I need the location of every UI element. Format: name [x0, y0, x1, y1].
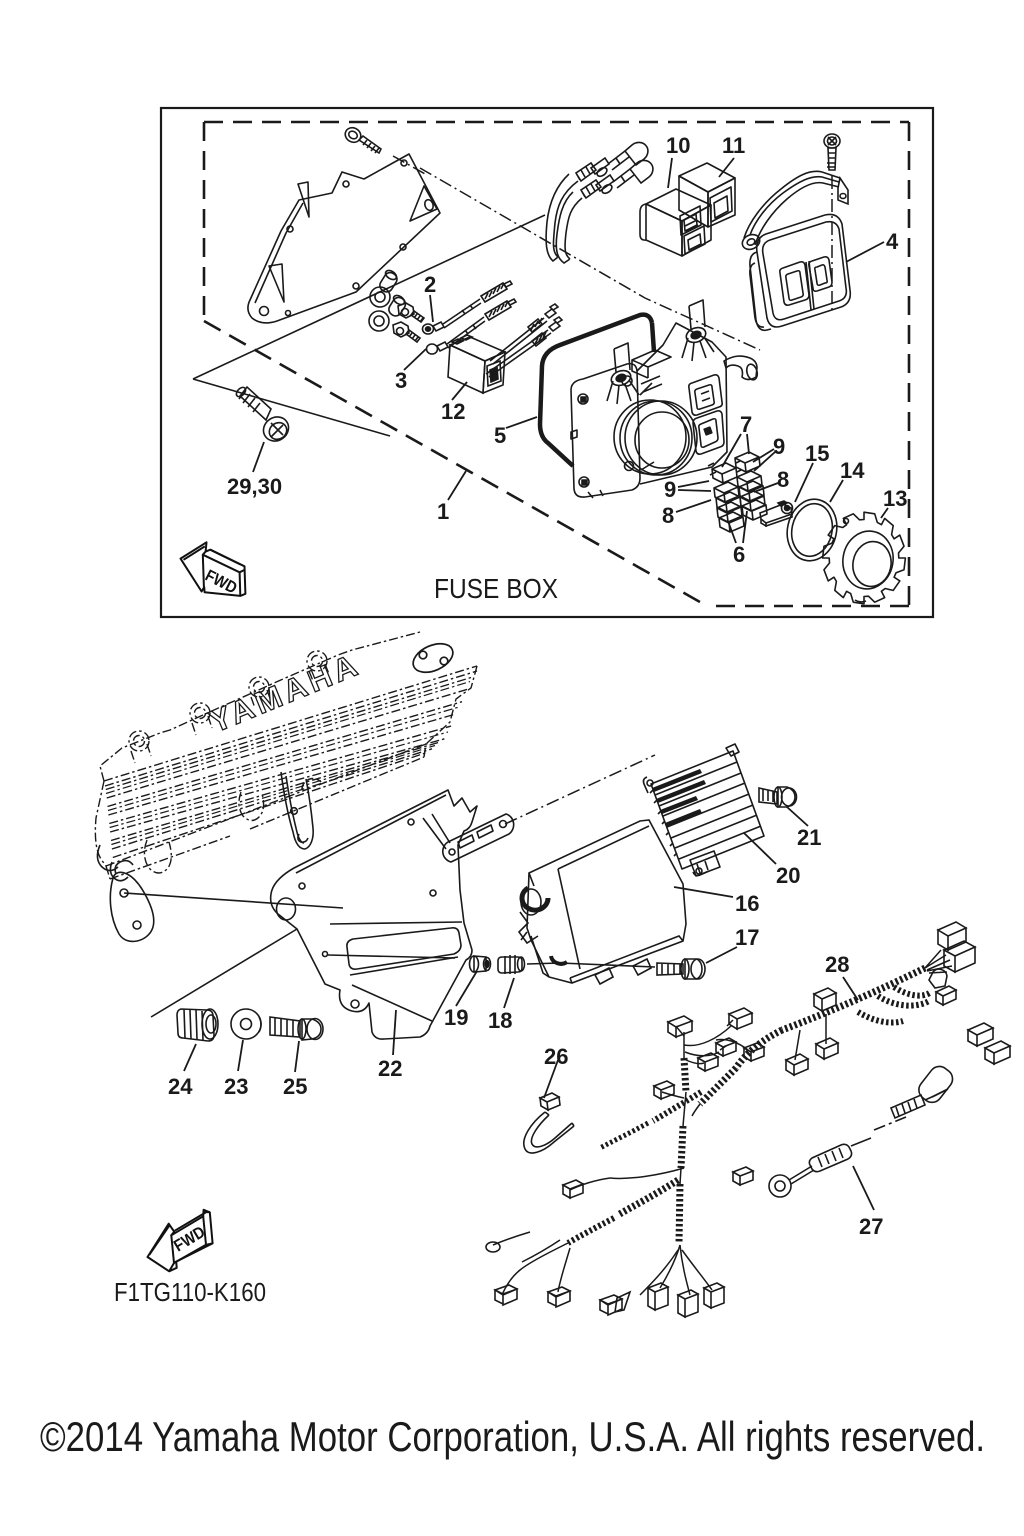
- svg-text:25: 25: [283, 1074, 307, 1099]
- svg-text:8: 8: [777, 467, 789, 492]
- svg-text:21: 21: [797, 825, 821, 850]
- svg-text:13: 13: [883, 486, 907, 511]
- svg-text:14: 14: [840, 458, 865, 483]
- svg-text:1: 1: [437, 499, 449, 524]
- svg-text:6: 6: [733, 542, 745, 567]
- svg-text:4: 4: [886, 229, 899, 254]
- svg-text:3: 3: [395, 368, 407, 393]
- svg-text:17: 17: [735, 925, 759, 950]
- svg-text:16: 16: [735, 891, 759, 916]
- svg-text:8: 8: [662, 503, 674, 528]
- svg-text:27: 27: [859, 1214, 883, 1239]
- svg-text:18: 18: [488, 1008, 512, 1033]
- svg-text:24: 24: [168, 1074, 193, 1099]
- svg-text:10: 10: [666, 133, 690, 158]
- svg-text:5: 5: [494, 423, 506, 448]
- svg-text:9: 9: [664, 477, 676, 502]
- svg-text:23: 23: [224, 1074, 248, 1099]
- svg-text:19: 19: [444, 1005, 468, 1030]
- svg-text:29,30: 29,30: [227, 474, 282, 499]
- svg-text:22: 22: [378, 1056, 402, 1081]
- svg-text:7: 7: [740, 412, 752, 437]
- svg-text:©2014 Yamaha Motor Corporation: ©2014 Yamaha Motor Corporation, U.S.A. A…: [40, 1413, 985, 1460]
- svg-text:F1TG110-K160: F1TG110-K160: [114, 1277, 266, 1307]
- svg-text:26: 26: [544, 1044, 568, 1069]
- svg-text:11: 11: [722, 133, 745, 158]
- svg-text:15: 15: [805, 441, 829, 466]
- svg-text:9: 9: [773, 434, 785, 459]
- svg-text:12: 12: [441, 399, 465, 424]
- svg-text:2: 2: [424, 272, 436, 297]
- svg-text:20: 20: [776, 863, 800, 888]
- svg-text:FUSE BOX: FUSE BOX: [434, 573, 558, 604]
- svg-text:28: 28: [825, 952, 849, 977]
